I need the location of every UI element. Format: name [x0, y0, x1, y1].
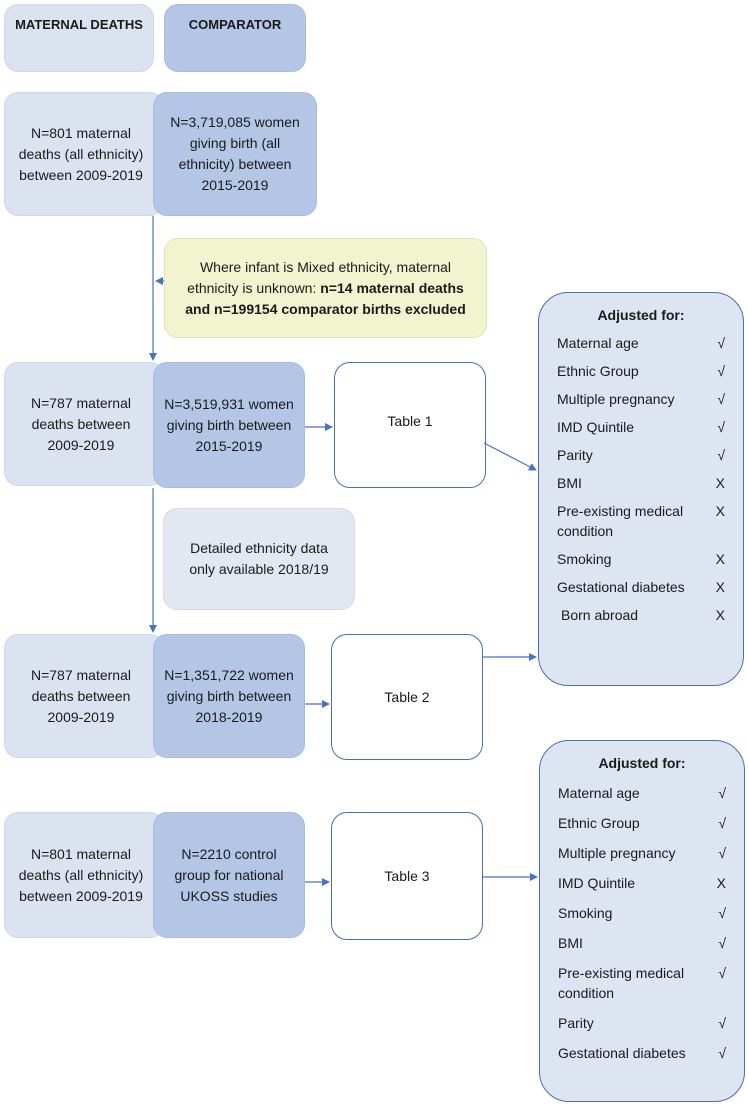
adjusted-row: IMD Quintile √ — [557, 417, 725, 437]
maternal-deaths-header: MATERNAL DEATHS — [4, 4, 154, 72]
adjusted-label: Smoking — [558, 905, 613, 921]
adjusted-row: Multiple pregnancy √ — [557, 389, 725, 409]
adjusted-row: Ethnic Group √ — [557, 361, 725, 381]
adjusted-row: Gestational diabetes √ — [558, 1043, 726, 1063]
adjusted-row: Smoking X — [557, 549, 725, 569]
adjusted-list-2: Maternal age √ Ethnic Group √ Multiple pre… — [558, 783, 726, 1063]
adjusted-row: Born abroad X — [557, 605, 725, 625]
arrow-table-1-to-panel — [483, 442, 537, 471]
adjusted-mark: X — [715, 579, 725, 595]
adjusted-mark: √ — [718, 935, 726, 951]
adjusted-row: BMI √ — [558, 933, 726, 953]
adjusted-row: Gestational diabetes X — [557, 577, 725, 597]
comparator-box-3: N=1,351,722 women giving birth between 2… — [153, 634, 305, 758]
adjusted-label: Gestational diabetes — [558, 1045, 686, 1061]
adjusted-label: BMI — [557, 475, 582, 491]
adjusted-mark: √ — [717, 363, 725, 379]
adjusted-title-2: Adjusted for: — [598, 755, 686, 771]
adjusted-row: Maternal age √ — [558, 783, 726, 803]
adjusted-row: Pre-existing medical condition X — [557, 501, 725, 541]
deaths-box-4: N=801 maternal deaths (all ethnicity) be… — [4, 812, 164, 938]
adjusted-mark: √ — [718, 1015, 726, 1031]
adjusted-mark: X — [715, 503, 725, 519]
adjusted-row: Multiple pregnancy √ — [558, 843, 726, 863]
adjusted-label: Gestational diabetes — [557, 579, 685, 595]
adjusted-panel-1: Adjusted for: Maternal age √ Ethnic Group… — [538, 292, 744, 686]
exclusion-normal: Where infant is Mixed ethnicity, materna… — [187, 258, 452, 296]
adjusted-panel-2: Adjusted for: Maternal age √ Ethnic Group… — [539, 740, 745, 1102]
adjusted-mark: X — [715, 607, 725, 623]
adjusted-label: Parity — [557, 447, 593, 463]
adjusted-row: Smoking √ — [558, 903, 726, 923]
ethnicity-note-box: Detailed ethnicity data only available 2… — [163, 508, 355, 610]
adjusted-row: Ethnic Group √ — [558, 813, 726, 833]
adjusted-label: Ethnic Group — [557, 363, 639, 379]
adjusted-row: BMI X — [557, 473, 725, 493]
adjusted-mark: √ — [717, 419, 725, 435]
adjusted-label: Pre-existing medical condition — [558, 965, 685, 1001]
table-3-box: Table 3 — [331, 812, 483, 940]
adjusted-mark: √ — [718, 845, 726, 861]
exclusion-bold: n=14 maternal deaths and n=199154 compar… — [185, 279, 466, 317]
adjusted-mark: √ — [718, 905, 726, 921]
comparator-box-2: N=3,519,931 women giving birth between 2… — [153, 362, 305, 488]
exclusion-text: Where infant is Mixed ethnicity, materna… — [179, 257, 472, 320]
adjusted-list-1: Maternal age √ Ethnic Group √ Multiple pre… — [557, 333, 725, 625]
adjusted-row: Parity √ — [557, 445, 725, 465]
adjusted-label: IMD Quintile — [557, 419, 635, 435]
adjusted-mark: √ — [718, 1045, 726, 1061]
table-2-box: Table 2 — [331, 634, 483, 760]
comparator-header: COMPARATOR — [164, 4, 306, 72]
adjusted-mark: √ — [717, 447, 725, 463]
adjusted-label: Ethnic Group — [558, 815, 640, 831]
adjusted-label: Multiple pregnancy — [557, 391, 675, 407]
comparator-box-4: N=2210 control group for national UKOSS … — [153, 812, 305, 938]
adjusted-label: Maternal age — [557, 335, 639, 351]
table-1-box: Table 1 — [334, 362, 486, 488]
adjusted-mark: X — [715, 551, 725, 567]
adjusted-mark: X — [715, 475, 725, 491]
deaths-box-1: N=801 maternal deaths (all ethnicity) be… — [4, 92, 164, 216]
adjusted-row: Parity √ — [558, 1013, 726, 1033]
adjusted-label: BMI — [558, 935, 583, 951]
adjusted-mark: √ — [718, 965, 726, 981]
adjusted-mark: √ — [718, 815, 726, 831]
adjusted-mark: √ — [718, 785, 726, 801]
adjusted-label: Smoking — [557, 551, 612, 567]
adjusted-label: Parity — [558, 1015, 594, 1031]
adjusted-row: Pre-existing medical condition √ — [558, 963, 726, 1003]
adjusted-mark: √ — [717, 335, 725, 351]
adjusted-label: IMD Quintile — [558, 875, 636, 891]
adjusted-mark: √ — [717, 391, 725, 407]
adjusted-mark: X — [716, 875, 726, 891]
exclusion-box: Where infant is Mixed ethnicity, materna… — [164, 238, 487, 338]
adjusted-title-1: Adjusted for: — [597, 307, 685, 323]
adjusted-row: Maternal age √ — [557, 333, 725, 353]
adjusted-label: Multiple pregnancy — [558, 845, 676, 861]
comparator-box-1: N=3,719,085 women giving birth (all ethn… — [153, 92, 317, 216]
adjusted-row: IMD Quintile X — [558, 873, 726, 893]
adjusted-label: Pre-existing medical condition — [557, 503, 684, 539]
deaths-box-3: N=787 maternal deaths between 2009-2019 — [4, 634, 164, 758]
adjusted-label: Maternal age — [558, 785, 640, 801]
adjusted-label: Born abroad — [561, 607, 639, 623]
